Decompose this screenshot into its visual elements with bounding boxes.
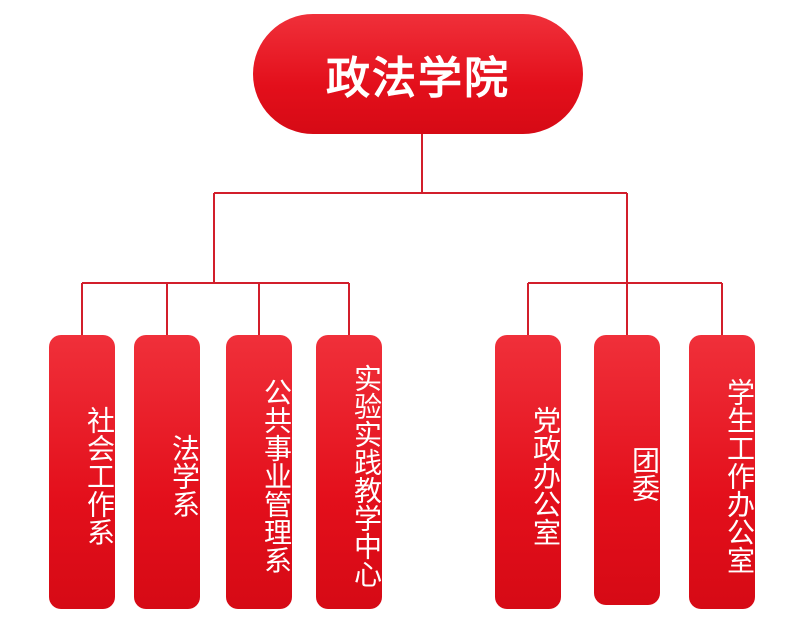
node-label: 公共事业管理系 — [260, 378, 293, 574]
node-public-affairs: 公共事业管理系 — [226, 335, 293, 609]
root-label: 政法学院 — [326, 53, 510, 104]
node-law: 法学系 — [134, 335, 201, 609]
node-social-work: 社会工作系 — [49, 335, 116, 609]
node-student-affairs: 学生工作办公室 — [689, 335, 756, 609]
node-practice-center: 实验实践教学中心 — [316, 335, 383, 609]
node-label: 学生工作办公室 — [723, 378, 756, 574]
node-label: 党政办公室 — [529, 406, 562, 546]
node-label: 法学系 — [168, 434, 201, 518]
node-youth-league: 团委 — [594, 335, 661, 605]
node-label: 实验实践教学中心 — [350, 364, 383, 588]
node-label: 团委 — [628, 446, 661, 502]
root-node: 政法学院 — [253, 14, 583, 134]
node-label: 社会工作系 — [83, 406, 116, 546]
node-party-office: 党政办公室 — [495, 335, 562, 609]
